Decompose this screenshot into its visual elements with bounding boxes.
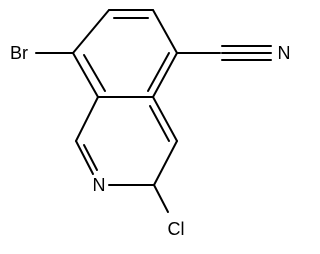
bond-c8a-c1 (75, 96, 99, 142)
bond-c1-n2-inner (83, 144, 98, 171)
bond-c3-c4 (153, 140, 178, 186)
bond-c5-c4a-inner (147, 52, 170, 92)
bond-c1-n2 (75, 140, 94, 175)
bond-c8a-c8 (72, 52, 99, 98)
atom-label-bromine: Br (10, 43, 28, 63)
bond-c6-c5 (152, 9, 178, 54)
bond-c8a-c8-inner (83, 54, 106, 92)
atom-label-nitrile-nitrogen: N (278, 43, 291, 63)
bond-c8-c7 (72, 9, 110, 54)
atom-label-ring-nitrogen: N (93, 175, 106, 195)
atom-label-chlorine: Cl (168, 219, 185, 239)
bond-c3-cl (153, 184, 169, 213)
bond-c4-c4a (152, 96, 178, 142)
structure-canvas: Br N N Cl (10, 9, 291, 239)
bond-c5-c4a (152, 52, 178, 98)
chemical-structure: Br N N Cl (10, 9, 291, 239)
bond-c4-c4a-inner (149, 105, 170, 142)
